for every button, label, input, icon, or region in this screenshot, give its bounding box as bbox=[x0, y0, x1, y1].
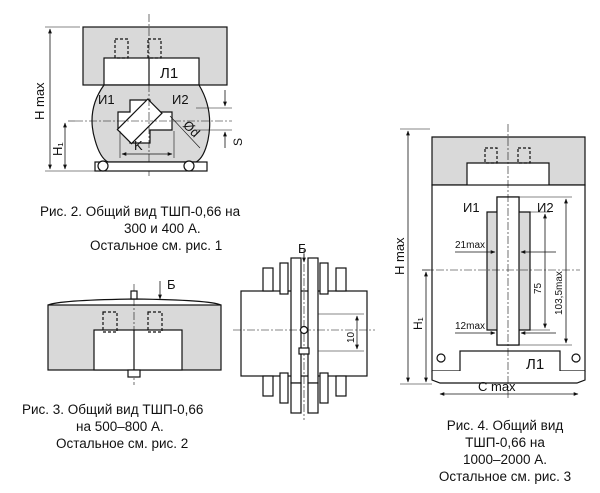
fig4-top-cap bbox=[431, 136, 586, 186]
fig4-h1-label: H₁ bbox=[411, 317, 425, 330]
fig4-12max-label: 12max bbox=[455, 321, 485, 332]
fig2-inner-box bbox=[103, 57, 200, 86]
fig4-i1-label: И1 bbox=[463, 200, 480, 215]
fig3-top-view bbox=[233, 250, 375, 420]
fig4-caption-line3: 1000–2000 А. bbox=[462, 452, 548, 467]
fig3-b-top-label: Б bbox=[167, 277, 176, 292]
fig3-b-side-label: Б bbox=[298, 241, 307, 256]
fig2-i2-label: И2 bbox=[172, 92, 189, 107]
fig2-k-label: K bbox=[134, 138, 143, 153]
fig4-caption-line2: ТШП-0,66 на bbox=[465, 435, 545, 450]
fig4-caption-line1: Рис. 4. Общий вид bbox=[446, 418, 564, 433]
fig4-21max-label: 21max bbox=[455, 240, 485, 251]
fig2-l1-label: Л1 bbox=[160, 65, 178, 82]
fig3-side-view bbox=[47, 281, 222, 385]
fig2-drawing bbox=[45, 14, 232, 178]
fig4-103-label: 103,5max bbox=[554, 271, 565, 315]
fig4-caption: Рис. 4. Общий вид ТШП-0,66 на 1000–2000 … bbox=[418, 417, 592, 485]
fig3-10-label: 10 bbox=[346, 331, 357, 343]
fig4-l1-label: Л1 bbox=[526, 356, 544, 373]
fig4-caption-line4: Остальное см. рис. 3 bbox=[438, 469, 572, 484]
fig2-caption: Рис. 2. Общий вид ТШП-0,66 на 300 и 400 … bbox=[40, 203, 240, 254]
fig3-caption: Рис. 3. Общий вид ТШП-0,66 на 500–800 А.… bbox=[22, 401, 203, 452]
fig2-caption-line1: Рис. 2. Общий вид ТШП-0,66 на bbox=[40, 204, 241, 219]
fig4-75-label: 75 bbox=[533, 282, 544, 294]
fig2-i1-label: И1 bbox=[98, 92, 115, 107]
fig2-hmax-label: H max bbox=[32, 82, 47, 120]
fig2-caption-line3: Остальное см. рис. 1 bbox=[90, 238, 223, 253]
fig3-caption-line1: Рис. 3. Общий вид ТШП-0,66 bbox=[22, 402, 204, 417]
fig4-i2-label: И2 bbox=[537, 200, 554, 215]
fig2-s-label: S bbox=[231, 138, 245, 146]
fig4-drawing bbox=[400, 124, 586, 400]
fig4-cmax-label: C max bbox=[478, 379, 516, 394]
fig2-h1-label: H₁ bbox=[50, 142, 65, 156]
fig2-caption-line2: 300 и 400 А. bbox=[124, 221, 201, 236]
fig3-caption-line2: на 500–800 А. bbox=[76, 419, 164, 434]
fig3-caption-line3: Остальное см. рис. 2 bbox=[56, 436, 189, 451]
fig4-hmax-label: H max bbox=[392, 237, 407, 275]
